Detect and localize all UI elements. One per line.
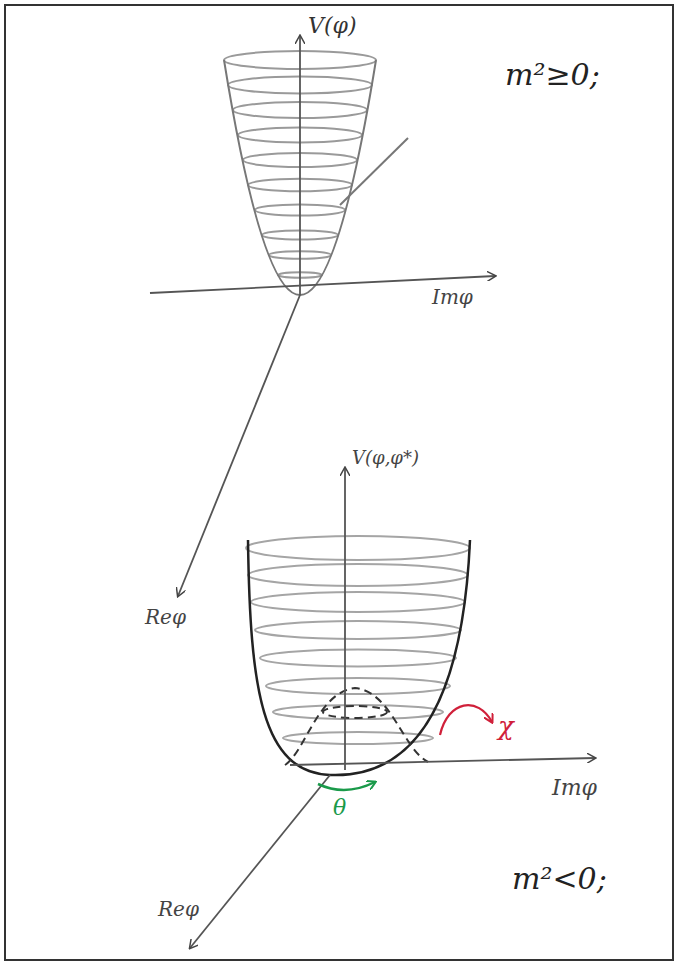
axis-label: Imφ (432, 286, 473, 308)
axis-label: θ (333, 796, 346, 820)
radial-mode-arrow (440, 705, 492, 735)
axes-top (150, 36, 495, 596)
bowl-rings (246, 536, 470, 744)
axis-label: m²≥0; (505, 58, 600, 91)
bowl-outline (248, 540, 470, 775)
central-hump (285, 688, 428, 765)
axis-label: Imφ (552, 776, 597, 800)
axis-label: χ (498, 712, 514, 741)
axis-label: V(φ,φ*) (352, 448, 419, 468)
angular-mode-arrow (318, 782, 375, 790)
axis-label: V(φ) (308, 14, 356, 38)
axis-label: Reφ (145, 606, 186, 628)
frame (5, 5, 673, 960)
axis-label: Reφ (158, 898, 199, 920)
tangent-stroke (340, 138, 408, 205)
axis-label: m²<0; (512, 862, 607, 895)
